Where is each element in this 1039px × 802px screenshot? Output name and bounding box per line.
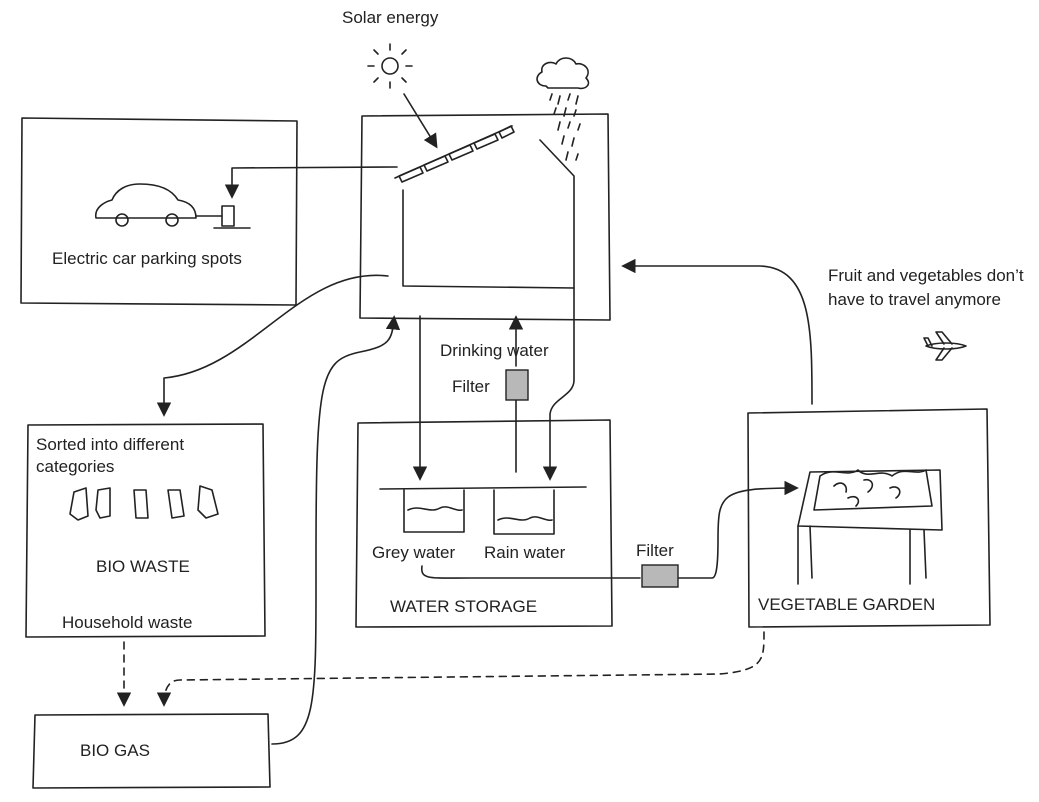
arrow-house-to-biowaste <box>164 275 388 414</box>
arrow-rain-to-rainwater <box>550 288 574 478</box>
label-vegetable-garden: VEGETABLE GARDEN <box>758 594 935 616</box>
arrow-sun-to-panels <box>404 94 436 146</box>
box-car-parking <box>21 118 297 305</box>
arrow-biogas-to-house <box>272 318 394 744</box>
car-icon <box>96 184 196 226</box>
label-grey-water: Grey water <box>372 542 455 564</box>
label-rain-water: Rain water <box>484 542 565 564</box>
label-sorted: Sorted into different categories <box>36 434 256 478</box>
water-tanks <box>380 487 586 534</box>
label-solar-energy: Solar energy <box>342 7 438 29</box>
label-filter-top: Filter <box>452 376 490 398</box>
label-household-waste: Household waste <box>62 612 192 634</box>
bins-icon <box>70 486 218 520</box>
box-bio-gas <box>33 714 270 788</box>
label-fruit-veg: Fruit and vegetables don’t have to trave… <box>828 264 1028 312</box>
garden-bed-icon <box>798 470 942 584</box>
filter-box-top <box>506 370 528 400</box>
sun-icon <box>368 44 412 88</box>
label-filter-mid: Filter <box>636 540 674 562</box>
label-electric-car: Electric car parking spots <box>52 248 242 270</box>
arrow-greywater-to-garden <box>422 488 796 578</box>
arrow-garden-to-house <box>624 266 812 404</box>
label-drinking-water: Drinking water <box>440 340 549 362</box>
label-bio-gas: BIO GAS <box>80 740 150 762</box>
label-water-storage: WATER STORAGE <box>390 596 537 618</box>
label-bio-waste: BIO WASTE <box>96 556 190 578</box>
charger-icon <box>196 206 250 228</box>
filter-box-mid <box>642 565 678 587</box>
airplane-icon <box>924 332 966 360</box>
arrow-house-to-car <box>232 167 397 196</box>
arrow-garden-to-biogas <box>164 632 764 704</box>
house-icon <box>395 126 574 288</box>
solar-panel-icon <box>399 126 514 182</box>
